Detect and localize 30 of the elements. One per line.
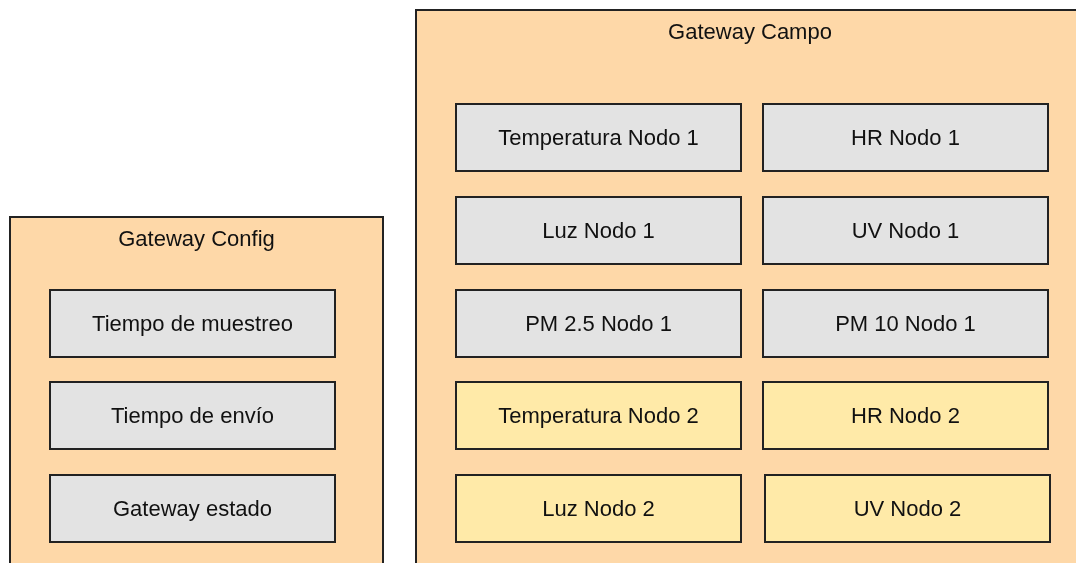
field-label: Temperatura Nodo 2 bbox=[498, 402, 699, 430]
field-box bbox=[455, 474, 742, 543]
group-container bbox=[9, 216, 384, 563]
group-title: Gateway Config bbox=[117, 225, 276, 253]
field-label: Gateway estado bbox=[113, 495, 272, 523]
field-label: PM 2.5 Nodo 1 bbox=[525, 310, 672, 338]
field-box bbox=[762, 289, 1049, 358]
field-box bbox=[455, 196, 742, 265]
field-box bbox=[764, 474, 1051, 543]
field-box bbox=[49, 474, 336, 543]
field-box bbox=[762, 381, 1049, 450]
field-box bbox=[49, 381, 336, 450]
group-title: Gateway Campo bbox=[667, 18, 833, 46]
field-box bbox=[455, 289, 742, 358]
field-label: Luz Nodo 1 bbox=[542, 217, 655, 245]
field-label: UV Nodo 2 bbox=[853, 495, 962, 523]
field-label: Temperatura Nodo 1 bbox=[498, 124, 699, 152]
field-label: UV Nodo 1 bbox=[851, 217, 960, 245]
field-label: HR Nodo 2 bbox=[851, 402, 960, 430]
field-label: Tiempo de muestreo bbox=[92, 310, 293, 338]
field-box bbox=[455, 103, 742, 172]
group-container bbox=[415, 9, 1076, 563]
field-label: PM 10 Nodo 1 bbox=[835, 310, 976, 338]
field-label: Luz Nodo 2 bbox=[542, 495, 655, 523]
field-box bbox=[762, 103, 1049, 172]
field-box bbox=[49, 289, 336, 358]
field-box bbox=[762, 196, 1049, 265]
field-label: HR Nodo 1 bbox=[851, 124, 960, 152]
field-label: Tiempo de envío bbox=[110, 402, 275, 430]
field-box bbox=[455, 381, 742, 450]
